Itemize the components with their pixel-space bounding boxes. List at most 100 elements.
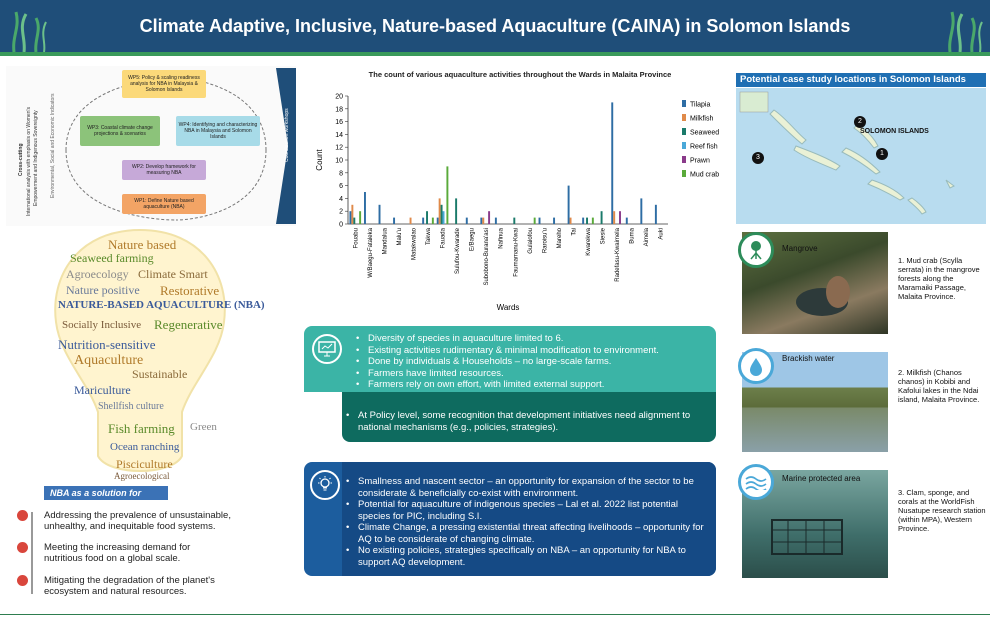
bar [586, 217, 588, 224]
word-cloud-term: Shellfish culture [98, 401, 164, 412]
legend-label: Tilapia [690, 102, 710, 109]
y-tick-label: 16 [335, 119, 343, 126]
solution-title: NBA as a solution for [44, 486, 168, 500]
solution-item: Mitigating the degradation of the planet… [17, 575, 252, 597]
x-tick-label: Fouabu [353, 228, 359, 248]
site-label: Marine protected area [782, 474, 861, 483]
bar [465, 217, 468, 224]
coordination-label: Coordination workshops [284, 108, 290, 162]
bar [567, 185, 570, 224]
map-graphic [736, 88, 986, 224]
legend-label: Mud crab [690, 172, 719, 179]
bar [654, 204, 657, 224]
x-tick-label: Faumamanu-Kwai [513, 228, 519, 277]
word-cloud-term: Nature based [108, 237, 177, 252]
map-marker-1: 1 [876, 148, 888, 160]
x-tick-label: Raroisu'u [542, 228, 548, 253]
wp1-box: WP1: Define Nature based aquaculture (NB… [122, 194, 206, 214]
bar [513, 217, 516, 224]
x-tick-label: Malu'u [397, 228, 403, 246]
bar [611, 102, 614, 224]
y-tick-label: 8 [339, 170, 343, 177]
bar [426, 211, 428, 224]
word-cloud-term: Fish farming [108, 421, 175, 436]
policy-list: At Policy level, some recognition that d… [344, 410, 704, 433]
bar [494, 217, 497, 224]
site-caption: 1. Mud crab (Scylla serrata) in the mang… [898, 256, 980, 301]
framework-diagram: Cross-cutting International analysis wit… [6, 66, 296, 226]
y-tick-label: 4 [339, 196, 343, 203]
seaweed-icon [12, 11, 47, 52]
lightbulb-icon [310, 470, 340, 500]
bar [353, 217, 356, 224]
cross-cutting-line2: International analysis with emphasis on … [26, 107, 32, 216]
cross-cutting-title: Cross-cutting [18, 143, 24, 177]
y-tick-label: 2 [339, 209, 343, 216]
bar [480, 217, 483, 224]
x-tick-label: W/Baegu-Fataleka [368, 227, 374, 277]
bar [455, 198, 458, 224]
x-tick-label: Subobono-Burana'asi [484, 228, 490, 286]
legend-label: Prawn [690, 158, 710, 165]
poster-title: Climate Adaptive, Inclusive, Nature-base… [139, 16, 851, 36]
word-cloud-term: Ocean ranching [110, 441, 180, 453]
wp3-box: WP3: Coastal climate change projections … [80, 116, 160, 146]
solution-item: Meeting the increasing demand for nutrit… [17, 542, 222, 564]
waves-icon [738, 464, 774, 500]
y-tick-label: 14 [335, 132, 343, 139]
x-tick-label: Tai [571, 228, 577, 236]
solution-timeline [31, 512, 33, 594]
bar [482, 217, 485, 224]
bar [442, 211, 445, 224]
bar [431, 217, 434, 224]
x-tick-label: Fauada [441, 227, 447, 248]
legend-swatch [682, 100, 686, 107]
word-cloud-term: Regenerative [154, 317, 223, 332]
y-axis-label: Count [315, 149, 324, 171]
chart-title: The count of various aquaculture activit… [368, 70, 672, 79]
finding-item: Diversity of species in aquaculture limi… [354, 333, 714, 345]
y-tick-label: 20 [335, 94, 343, 101]
bar [538, 217, 541, 224]
wp4-box: WP4: Identifying and characterizing NBA … [176, 116, 260, 146]
bar [409, 217, 412, 224]
site-label: Mangrove [782, 244, 818, 253]
x-tick-label: Auki [659, 228, 665, 240]
bar [364, 192, 366, 224]
x-tick-label: Matakwalao [411, 227, 417, 260]
opportunity-item: Potential for aquaculture of indigenous … [344, 499, 710, 522]
x-tick-label: E/Baegu [470, 228, 476, 251]
bar [640, 198, 643, 224]
bar [591, 217, 594, 224]
map-marker-3: 3 [752, 152, 764, 164]
y-tick-label: 6 [339, 183, 343, 190]
presentation-icon [312, 334, 342, 364]
legend-swatch [682, 114, 686, 121]
solution-text: Mitigating the degradation of the planet… [44, 575, 215, 597]
word-cloud-term: Mariculture [74, 383, 131, 397]
finding-item: Farmers rely on own effort, with limited… [354, 379, 714, 391]
word-cloud-term: Agroecology [66, 267, 129, 281]
bar [359, 211, 362, 224]
word-cloud-term: Restorative [160, 283, 220, 298]
legend-label: Milkfish [690, 116, 713, 123]
word-cloud-term: Agroecological [114, 471, 170, 481]
y-tick-label: 0 [339, 222, 343, 229]
x-tick-label: Gulalofou [528, 228, 534, 254]
bar [600, 211, 603, 224]
bar [440, 204, 443, 224]
bar [619, 211, 621, 224]
bar [446, 166, 449, 224]
red-dot-icon [17, 510, 28, 521]
bar [569, 217, 572, 224]
bar [422, 217, 425, 224]
finding-item: Farmers have limited resources. [354, 368, 714, 380]
bar [438, 198, 441, 224]
bar [625, 217, 628, 224]
legend-swatch [682, 128, 686, 135]
case-study-title: Potential case study locations in Solomo… [736, 73, 986, 87]
word-cloud-term: NATURE-BASED AQUACULTURE (NBA) [58, 299, 265, 311]
word-cloud-term: Socially Inclusive [62, 319, 142, 331]
policy-item: At Policy level, some recognition that d… [344, 410, 704, 433]
